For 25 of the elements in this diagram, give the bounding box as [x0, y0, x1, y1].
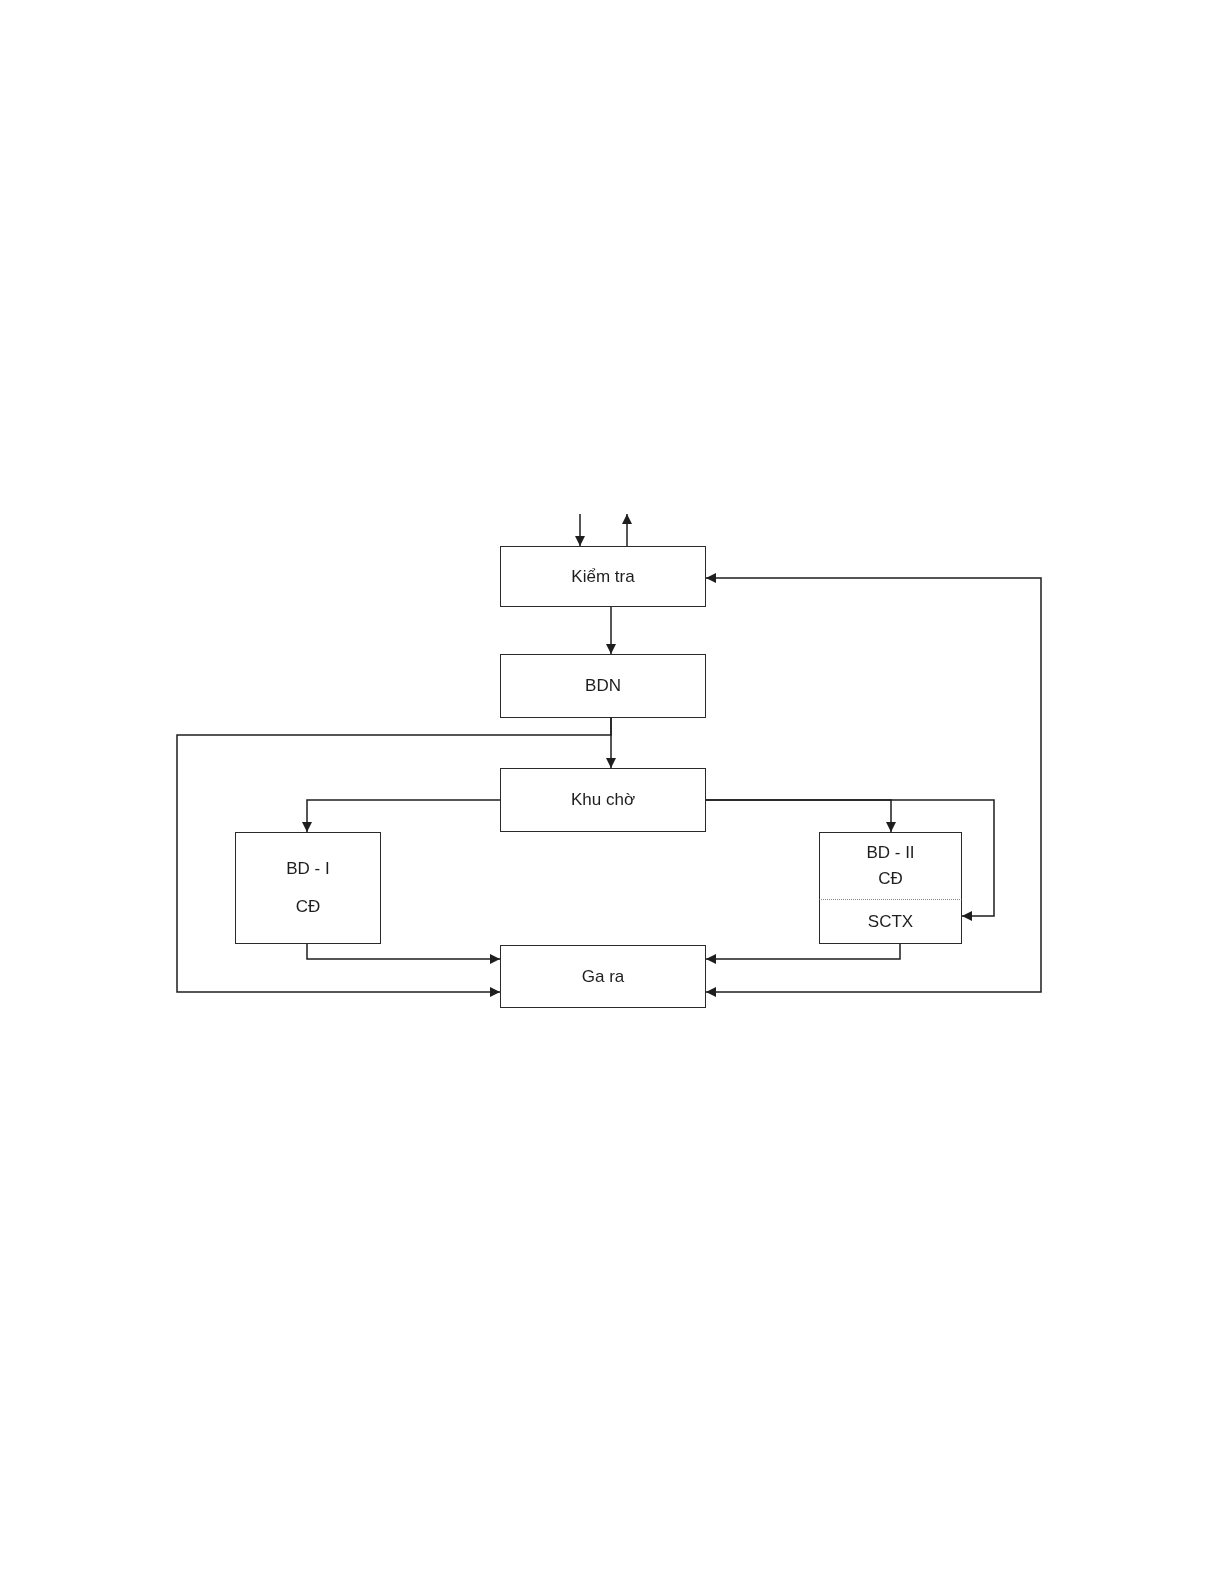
arrow — [176, 717, 612, 997]
arrow — [622, 513, 632, 547]
arrow — [575, 513, 585, 547]
process-box — [819, 832, 962, 899]
box-label: Kiểm tra — [571, 565, 635, 588]
process-box — [500, 546, 706, 607]
arrow — [606, 606, 616, 655]
process-box — [500, 945, 706, 1008]
arrow — [705, 799, 995, 921]
arrow — [306, 943, 501, 964]
box-label: SCTX — [867, 910, 914, 933]
box-label: BD - I — [286, 858, 330, 880]
box-label: BDN — [585, 675, 621, 697]
box-label: CĐ — [295, 896, 321, 918]
arrow — [705, 943, 901, 964]
double-arrow — [705, 573, 1042, 997]
box-label: Ga ra — [581, 965, 625, 988]
box-label: Khu chờ — [570, 789, 636, 811]
box-label: BD - II — [866, 842, 915, 864]
process-box — [500, 768, 706, 832]
box-label: CĐ — [878, 868, 903, 890]
arrow — [302, 799, 501, 833]
process-box — [235, 832, 381, 944]
process-box — [819, 899, 962, 944]
process-box — [500, 654, 706, 718]
